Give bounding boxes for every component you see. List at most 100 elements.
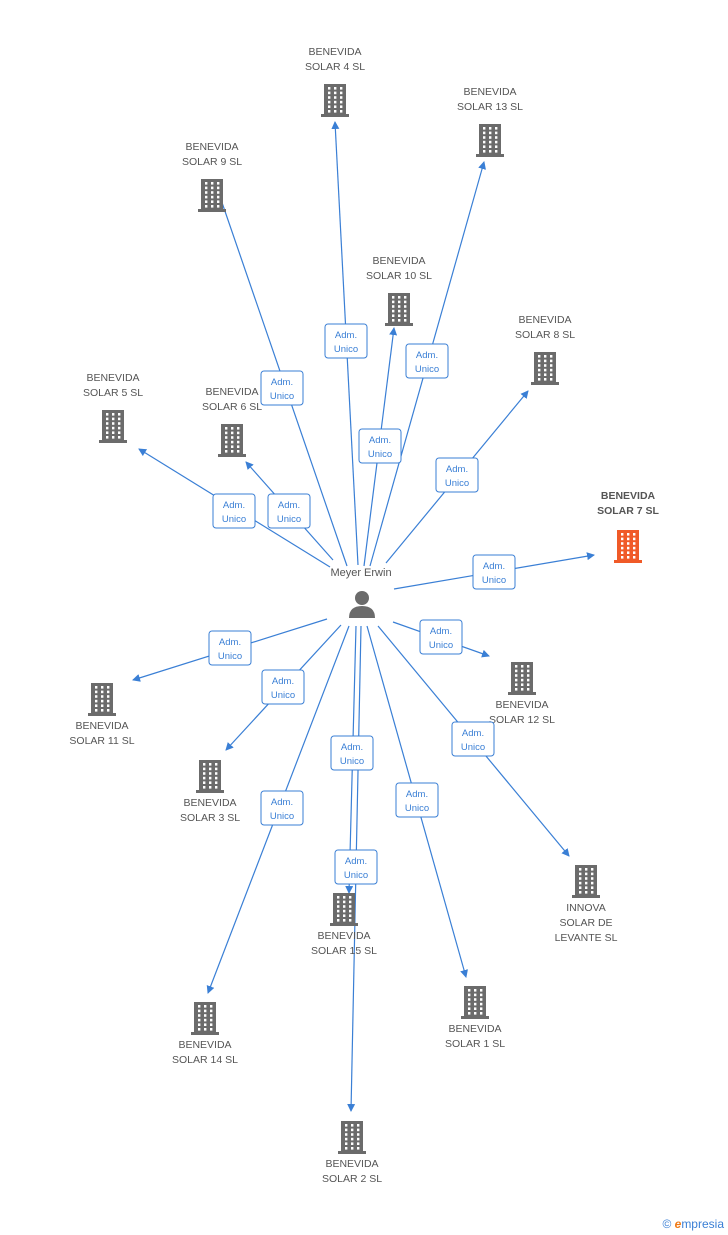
company-label-line: BENEVIDA (601, 490, 656, 502)
relation-type: Unico (445, 478, 469, 489)
building-icon (572, 865, 600, 898)
relation-labels-layer: Adm.UnicoAdm.UnicoAdm.UnicoAdm.UnicoAdm.… (208, 323, 516, 885)
relation-type: Unico (405, 803, 429, 814)
relation-badge-c15: Adm. Unico (330, 735, 374, 771)
relation-badge-c13: Adm.Unico (405, 343, 449, 379)
relation-type: Unico (270, 811, 294, 822)
company-label-line: BENEVIDA (448, 1023, 501, 1035)
relation-role: Adm. (223, 500, 245, 511)
brand-initial: e (674, 1217, 682, 1231)
company-label-line: BENEVIDA (372, 255, 425, 267)
company-node-c14[interactable]: BENEVIDA SOLAR 14 SL (172, 1002, 238, 1066)
building-icon (614, 530, 642, 563)
company-label-line: SOLAR 4 SL (305, 61, 365, 73)
company-label-line: BENEVIDA (185, 141, 238, 153)
relation-badge-c1: Adm.Unico (395, 782, 439, 818)
relation-badge-c12: Adm.Unico (419, 619, 463, 655)
brand-name: mpresia (681, 1217, 724, 1231)
relation-type: Unico (368, 449, 392, 460)
relation-badge-ci: Adm.Unico (451, 721, 495, 757)
company-node-c4[interactable]: BENEVIDA SOLAR 4 SL (305, 46, 365, 117)
relation-type: Unico (334, 344, 358, 355)
company-label-line: SOLAR 9 SL (182, 156, 242, 168)
relation-type: Unico (271, 690, 295, 701)
relation-role: Adm. (335, 330, 357, 341)
company-node-c6[interactable]: BENEVIDA SOLAR 6 SL (202, 386, 262, 457)
relation-badge-c9: Adm.Unico (260, 370, 304, 406)
relation-role: Adm. (278, 500, 300, 511)
relation-type: Unico (222, 514, 246, 525)
company-label-line: LEVANTE SL (555, 932, 618, 944)
person-icon (349, 591, 375, 618)
company-label-line: SOLAR 12 SL (489, 714, 555, 726)
relation-badge-c14: Adm. Unico (260, 790, 304, 826)
company-label-line: SOLAR 13 SL (457, 101, 523, 113)
relation-badge-c4: Adm. Unico (324, 323, 368, 359)
company-label-line: SOLAR 7 SL (597, 505, 659, 517)
company-node-ci[interactable]: INNOVA SOLAR DE LEVANTE SL (555, 865, 618, 944)
copyright-symbol: © (662, 1217, 672, 1231)
company-label-line: SOLAR 2 SL (322, 1173, 382, 1185)
company-label-line: INNOVA (566, 902, 605, 914)
relation-type: Unico (340, 756, 364, 767)
building-icon (191, 1002, 219, 1035)
company-label-line: BENEVIDA (308, 46, 361, 58)
company-node-c7[interactable]: BENEVIDA SOLAR 7 SL (597, 490, 660, 563)
empresia-footer[interactable]: © empresia (662, 1217, 724, 1231)
company-label-line: BENEVIDA (178, 1039, 231, 1051)
building-icon (330, 893, 358, 926)
company-label-line: SOLAR DE (559, 917, 612, 929)
company-node-c15[interactable]: BENEVIDA SOLAR 15 SL (311, 893, 377, 957)
building-icon (508, 662, 536, 695)
relation-role: Adm. (271, 377, 293, 388)
company-label-line: BENEVIDA (86, 372, 139, 384)
relation-badge-c11: Adm.Unico (208, 630, 252, 666)
company-node-c5[interactable]: BENEVIDA SOLAR 5 SL (83, 372, 143, 443)
relation-role: Adm. (272, 676, 294, 687)
relation-role: Adm. (271, 797, 293, 808)
company-label-line: BENEVIDA (183, 797, 236, 809)
relation-badge-c2: Adm. Unico (334, 849, 378, 885)
company-label-line: SOLAR 14 SL (172, 1054, 238, 1066)
relation-type: Unico (429, 640, 453, 651)
building-icon (196, 760, 224, 793)
building-icon (321, 84, 349, 117)
relation-role: Adm. (219, 637, 241, 648)
company-label-line: SOLAR 15 SL (311, 945, 377, 957)
person-node[interactable]: Meyer Erwin (330, 567, 392, 618)
relation-role: Adm. (369, 435, 391, 446)
relation-type: Unico (482, 575, 506, 586)
building-icon (461, 986, 489, 1019)
company-label-line: SOLAR 11 SL (69, 735, 134, 747)
company-node-c9[interactable]: BENEVIDA SOLAR 9 SL (182, 141, 242, 212)
company-label-line: SOLAR 10 SL (366, 270, 432, 282)
company-label-line: SOLAR 3 SL (180, 812, 240, 824)
building-icon (198, 179, 226, 212)
relation-type: Unico (344, 870, 368, 881)
company-label-line: BENEVIDA (325, 1158, 378, 1170)
relation-role: Adm. (416, 350, 438, 361)
relation-badge-c3: Adm. Unico (261, 669, 305, 705)
company-label-line: SOLAR 6 SL (202, 401, 262, 413)
relation-badge-c5: Adm. Unico (212, 493, 256, 529)
company-label-line: BENEVIDA (205, 386, 258, 398)
building-icon (99, 410, 127, 443)
company-label-line: BENEVIDA (317, 930, 370, 942)
company-node-c10[interactable]: BENEVIDA SOLAR 10 SL (366, 255, 432, 326)
relation-badge-c6: Adm. Unico (267, 493, 311, 529)
relation-type: Unico (277, 514, 301, 525)
company-label-line: SOLAR 5 SL (83, 387, 143, 399)
company-node-c2[interactable]: BENEVIDA SOLAR 2 SL (322, 1121, 382, 1185)
company-label-line: BENEVIDA (518, 314, 571, 326)
relation-role: Adm. (341, 742, 363, 753)
building-icon (218, 424, 246, 457)
relation-role: Adm. (345, 856, 367, 867)
company-node-c3[interactable]: BENEVIDA SOLAR 3 SL (180, 760, 240, 824)
